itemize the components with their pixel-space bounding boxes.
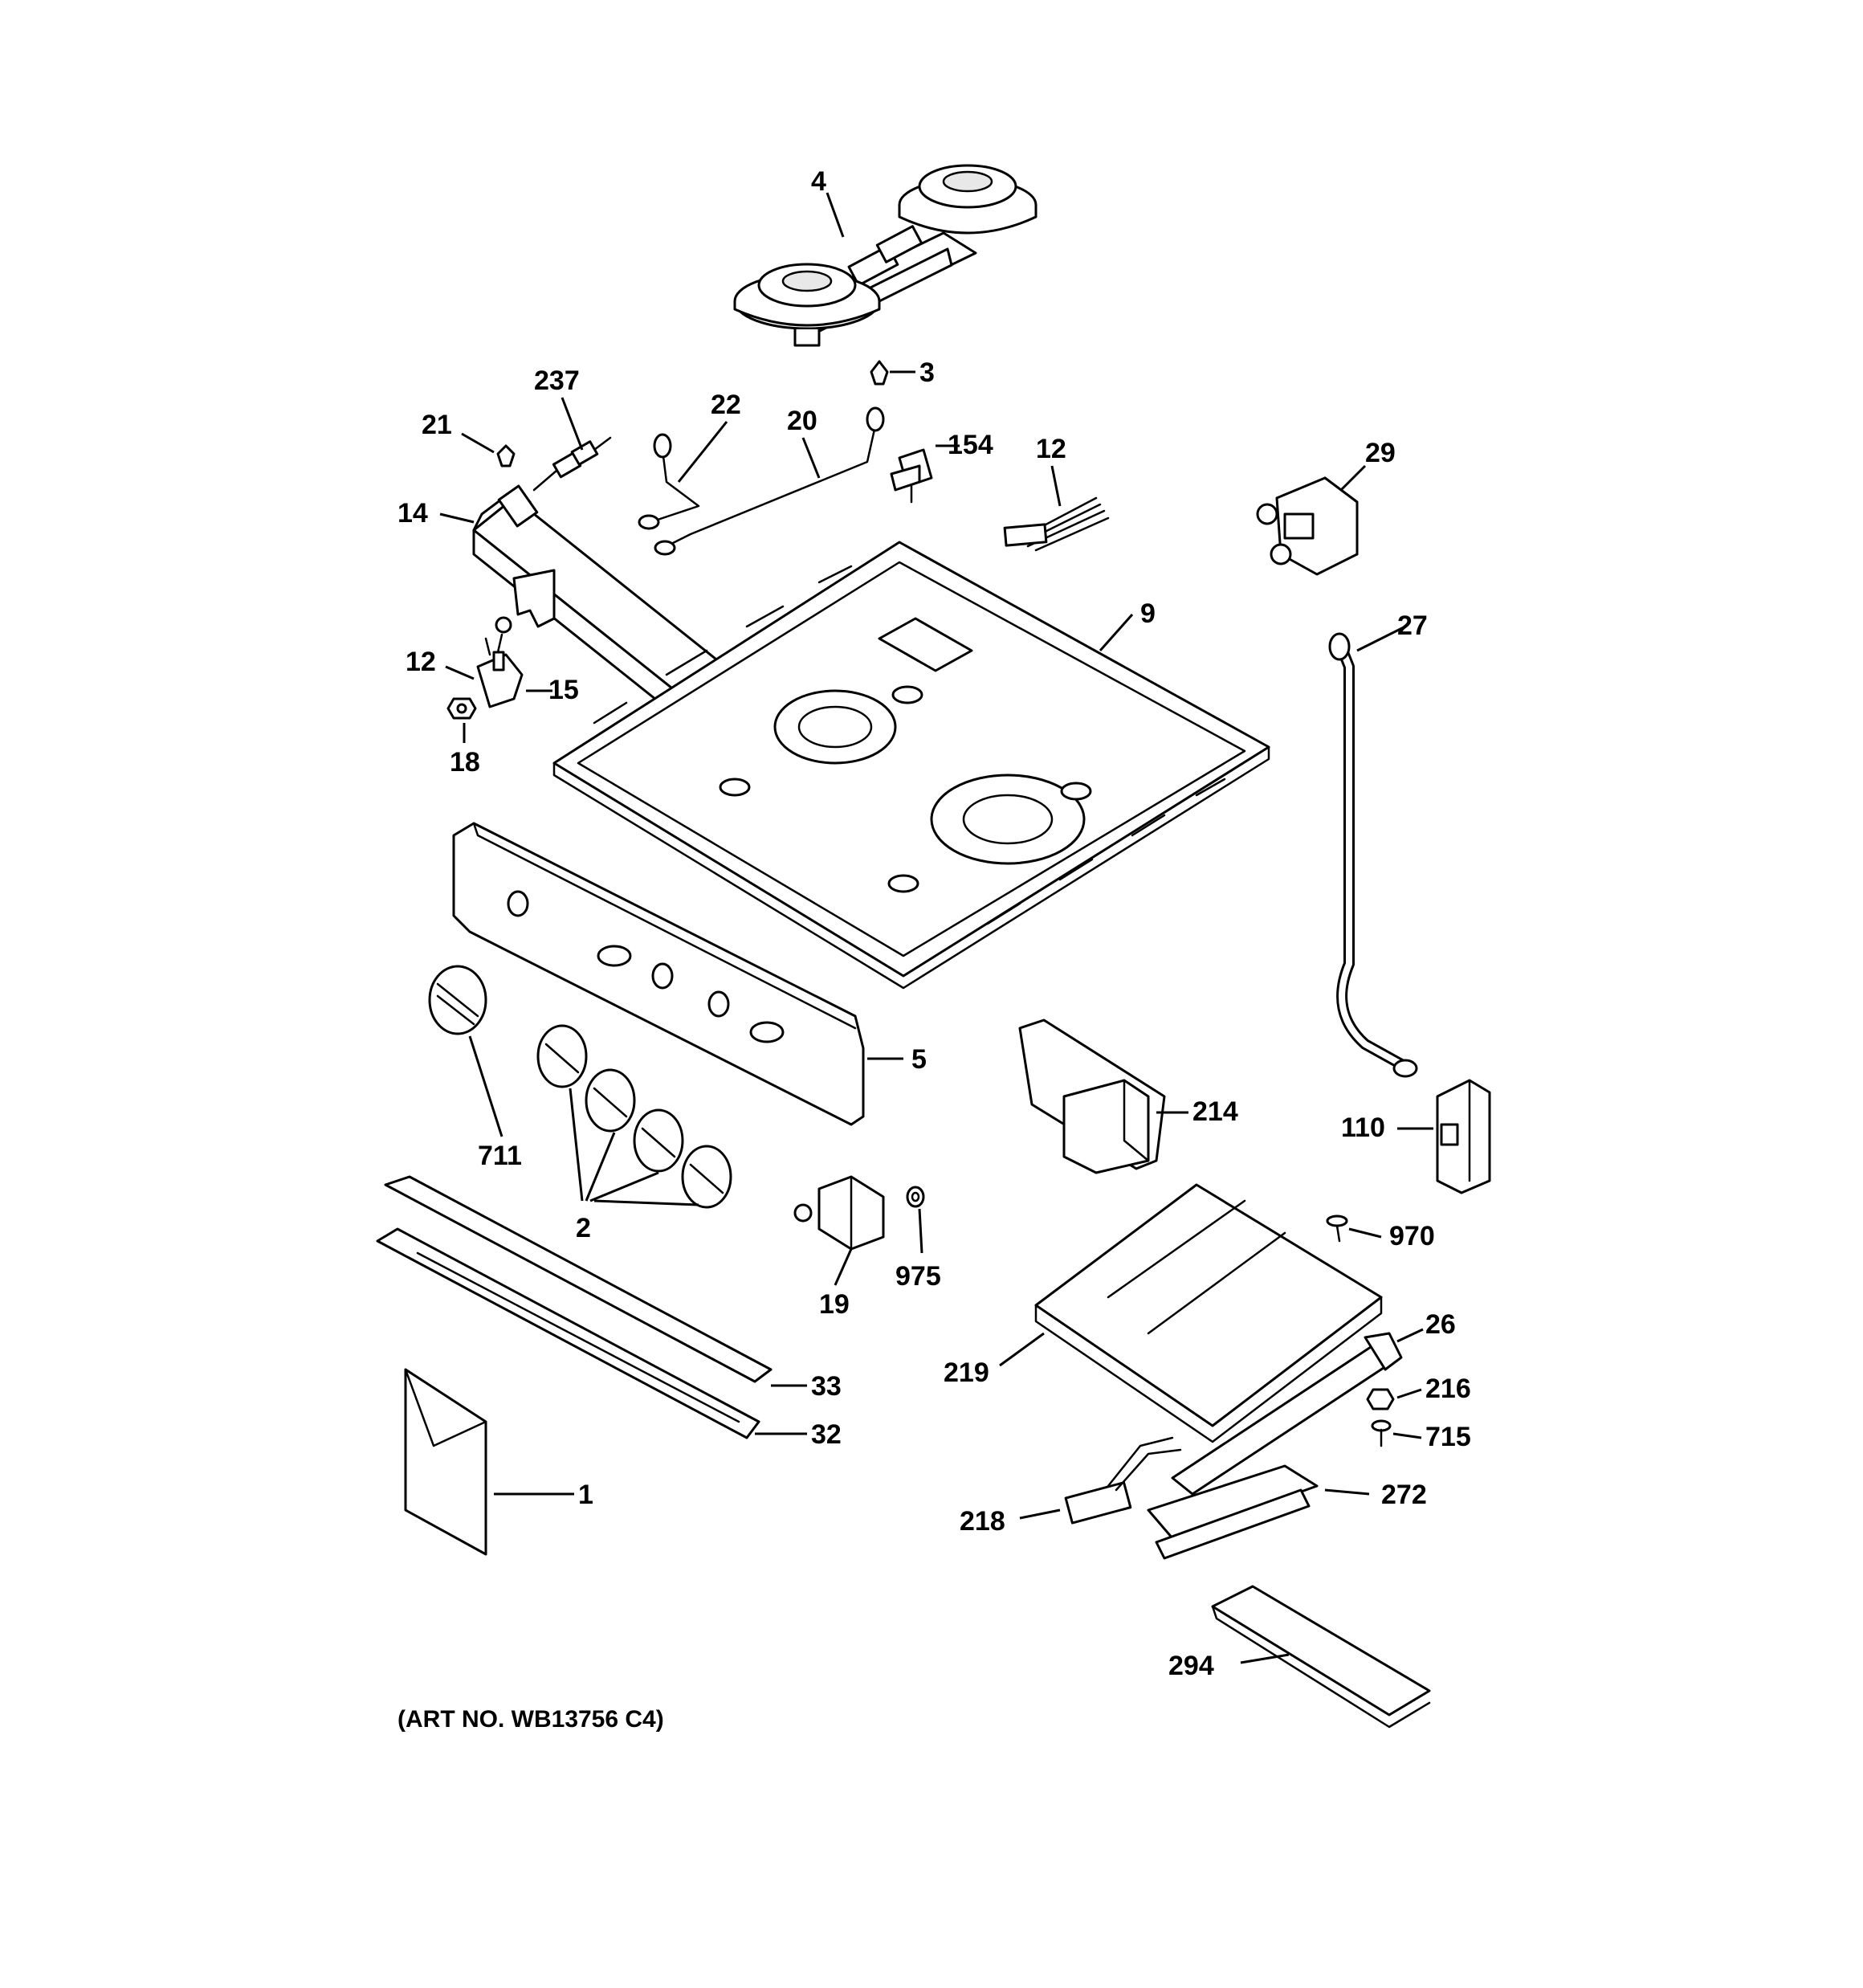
oven-igniter <box>1064 1436 1182 1525</box>
burner-supply-tube-right <box>654 406 885 556</box>
callout-27: 27 <box>1397 610 1428 641</box>
callout-19: 19 <box>819 1289 850 1320</box>
junction-box <box>1436 1079 1491 1194</box>
callout-4: 4 <box>811 166 826 197</box>
callout-12-top: 12 <box>1036 434 1066 464</box>
callout-1: 1 <box>578 1480 593 1510</box>
burner-knobs <box>536 1024 732 1209</box>
control-panel <box>452 822 865 1126</box>
manifold-screw <box>496 444 516 467</box>
callout-218: 218 <box>960 1506 1005 1537</box>
callout-33: 33 <box>811 1371 842 1402</box>
callout-3: 3 <box>919 357 935 388</box>
washer-975 <box>906 1186 925 1208</box>
support-bracket-294 <box>1211 1585 1431 1729</box>
bake-burner <box>1171 1332 1403 1496</box>
callout-labels: 4 3 237 21 22 20 154 12 29 14 9 27 12 15… <box>397 166 1471 1681</box>
spark-module <box>1018 1018 1166 1174</box>
screw-715 <box>1371 1419 1392 1447</box>
burner-bracket-272 <box>1147 1464 1319 1560</box>
burner-bracket <box>890 448 933 504</box>
burner-box-pan <box>552 541 1270 990</box>
callout-18: 18 <box>450 747 480 778</box>
callout-110: 110 <box>1341 1112 1385 1143</box>
callout-2: 2 <box>576 1213 591 1243</box>
callout-216: 216 <box>1425 1374 1471 1404</box>
igniter-nut <box>446 697 477 720</box>
callout-711: 711 <box>478 1141 522 1171</box>
burner-supply-tube-left <box>638 433 700 530</box>
callout-294: 294 <box>1168 1651 1214 1681</box>
callout-15: 15 <box>548 675 579 705</box>
callout-12-left: 12 <box>406 647 436 677</box>
trim-strip-32 <box>376 1227 760 1439</box>
callout-14: 14 <box>397 498 428 529</box>
oven-control-knob <box>428 965 487 1035</box>
callout-272: 272 <box>1381 1480 1427 1510</box>
igniter-switch-left <box>476 616 524 708</box>
callout-970: 970 <box>1389 1221 1435 1251</box>
art-number-caption: (ART NO. WB13756 C4) <box>397 1706 664 1733</box>
callout-21: 21 <box>422 410 452 440</box>
screw-970 <box>1326 1214 1348 1243</box>
callout-154: 154 <box>948 430 993 460</box>
wire-harness-top <box>1003 496 1110 552</box>
trim-strip-33 <box>384 1175 773 1383</box>
leader-lines <box>439 192 1433 1664</box>
callout-214: 214 <box>1192 1096 1238 1127</box>
callout-5: 5 <box>911 1044 927 1075</box>
callout-715: 715 <box>1425 1422 1471 1452</box>
callout-20: 20 <box>787 406 817 436</box>
installation-literature <box>404 1368 487 1556</box>
gas-supply-line <box>1328 632 1418 1078</box>
callout-975: 975 <box>895 1261 941 1292</box>
callout-9: 9 <box>1140 598 1156 629</box>
callout-237: 237 <box>534 365 580 396</box>
pressure-regulator <box>1256 476 1359 576</box>
heat-shield <box>1034 1183 1383 1443</box>
callout-32: 32 <box>811 1419 842 1450</box>
dual-burner-assembly <box>733 164 1037 347</box>
nut-216 <box>1366 1388 1395 1410</box>
oven-valve <box>793 1175 885 1251</box>
callout-219: 219 <box>944 1357 989 1388</box>
callout-26: 26 <box>1425 1309 1456 1340</box>
orifice-hood <box>870 360 889 386</box>
callout-29: 29 <box>1365 438 1396 468</box>
callout-22: 22 <box>711 390 741 420</box>
